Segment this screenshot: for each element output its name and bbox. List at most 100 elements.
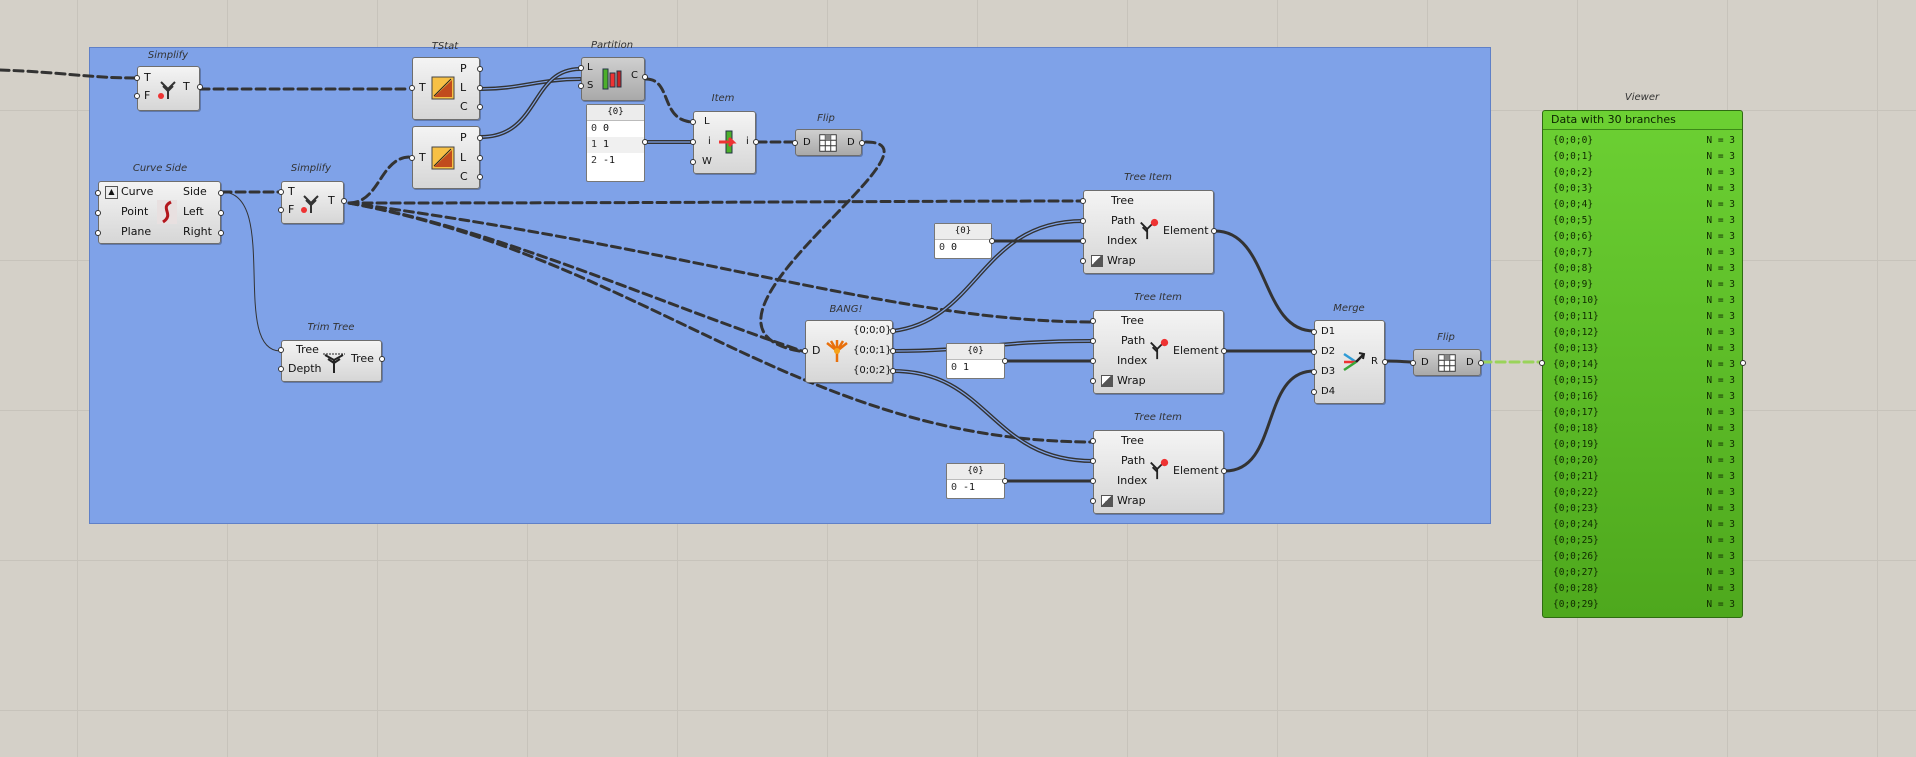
input-t-label: T xyxy=(144,71,151,84)
input-port[interactable] xyxy=(1090,338,1096,344)
input-port[interactable] xyxy=(409,85,415,91)
input-port[interactable] xyxy=(1410,360,1416,366)
flip-matrix-component[interactable]: D D xyxy=(792,129,865,156)
output-port[interactable] xyxy=(477,155,483,161)
output-port[interactable] xyxy=(477,104,483,110)
flip-matrix-component[interactable]: D D xyxy=(1410,349,1484,376)
viewer-branch-row: {0;0;9}N = 3 xyxy=(1553,277,1735,293)
input-port[interactable] xyxy=(1311,389,1317,395)
output-port[interactable] xyxy=(1221,348,1227,354)
output-port[interactable] xyxy=(341,198,347,204)
output-port[interactable] xyxy=(859,140,865,146)
simplify-component[interactable]: T F T xyxy=(134,66,203,111)
output-port[interactable] xyxy=(477,135,483,141)
input-port[interactable] xyxy=(278,207,284,213)
input-port[interactable] xyxy=(95,210,101,216)
output-port[interactable] xyxy=(477,174,483,180)
output-port[interactable] xyxy=(642,74,648,80)
input-port[interactable] xyxy=(1311,329,1317,335)
wrap-toggle[interactable] xyxy=(1101,495,1113,507)
input-port[interactable] xyxy=(409,155,415,161)
input-port[interactable] xyxy=(278,189,284,195)
branch-count: N = 3 xyxy=(1706,247,1735,258)
output-port[interactable] xyxy=(890,368,896,374)
input-port[interactable] xyxy=(1080,258,1086,264)
input-port[interactable] xyxy=(802,348,808,354)
input-port[interactable] xyxy=(1090,318,1096,324)
input-port[interactable] xyxy=(1311,369,1317,375)
wrap-toggle[interactable] xyxy=(1091,255,1103,267)
output-port[interactable] xyxy=(1478,360,1484,366)
tree-item-component[interactable]: Tree Path Index Wrap Element xyxy=(1090,310,1227,394)
input-port[interactable] xyxy=(134,93,140,99)
input-port[interactable] xyxy=(1539,360,1545,366)
output-port[interactable] xyxy=(477,66,483,72)
output-port[interactable] xyxy=(197,84,203,90)
item-component[interactable]: L i W i xyxy=(690,111,759,174)
input-port[interactable] xyxy=(1311,349,1317,355)
viewer-branch-row: {0;0;10}N = 3 xyxy=(1553,293,1735,309)
branch-path: {0;0;20} xyxy=(1553,455,1599,466)
index-panel[interactable]: {0} 0-1 xyxy=(946,463,1008,499)
output-port[interactable] xyxy=(379,356,385,362)
output-port[interactable] xyxy=(218,190,224,196)
output-port[interactable] xyxy=(753,139,759,145)
input-port[interactable] xyxy=(690,119,696,125)
input-port[interactable] xyxy=(1090,438,1096,444)
output-port[interactable] xyxy=(1740,360,1746,366)
partition-component[interactable]: L S C xyxy=(578,57,648,101)
input-port[interactable] xyxy=(278,366,284,372)
input-port[interactable] xyxy=(1090,498,1096,504)
tree-item-component[interactable]: Tree Path Index Wrap Element xyxy=(1090,430,1227,514)
output-port[interactable] xyxy=(1221,468,1227,474)
data-viewer[interactable]: Data with 30 branches {0;0;0}N = 3{0;0;1… xyxy=(1539,110,1746,618)
output-port[interactable] xyxy=(890,328,896,334)
curve-side-toggle-icon[interactable]: ▲ xyxy=(105,186,118,199)
input-port[interactable] xyxy=(690,139,696,145)
output-port[interactable] xyxy=(989,238,995,244)
input-port[interactable] xyxy=(1080,198,1086,204)
output-port[interactable] xyxy=(1382,359,1388,365)
output-d-label: D xyxy=(847,137,855,148)
input-port[interactable] xyxy=(1090,378,1096,384)
input-port[interactable] xyxy=(1090,358,1096,364)
merge-component[interactable]: D1 D2 D3 D4 R xyxy=(1311,320,1388,404)
input-port[interactable] xyxy=(578,83,584,89)
tstat-component[interactable]: T P L C xyxy=(409,57,483,120)
input-port[interactable] xyxy=(278,347,284,353)
explode-tree-component[interactable]: D {0;0;0} {0;0;1} {0;0;2} xyxy=(802,320,896,383)
input-curve-label: Curve xyxy=(121,185,154,198)
input-port[interactable] xyxy=(1090,478,1096,484)
input-port[interactable] xyxy=(95,190,101,196)
input-port[interactable] xyxy=(95,230,101,236)
wrap-toggle[interactable] xyxy=(1101,375,1113,387)
output-port[interactable] xyxy=(1002,478,1008,484)
input-port[interactable] xyxy=(792,140,798,146)
trim-tree-component[interactable]: Tree Depth Tree xyxy=(278,340,385,382)
curve-side-component[interactable]: ▲ Curve Point Plane Side Left Right xyxy=(95,181,224,244)
output-port[interactable] xyxy=(218,230,224,236)
tstat-component[interactable]: T P L C xyxy=(409,126,483,189)
simplify-component[interactable]: T F T xyxy=(278,181,347,224)
input-port[interactable] xyxy=(1080,218,1086,224)
tree-item-component[interactable]: Tree Path Index Wrap Element xyxy=(1080,190,1217,274)
component-group[interactable] xyxy=(89,47,1491,524)
output-port[interactable] xyxy=(642,139,648,145)
branch-count: N = 3 xyxy=(1706,503,1735,514)
viewer-branch-row: {0;0;19}N = 3 xyxy=(1553,437,1735,453)
output-port[interactable] xyxy=(218,210,224,216)
input-port[interactable] xyxy=(578,65,584,71)
output-port[interactable] xyxy=(477,85,483,91)
output-port[interactable] xyxy=(890,348,896,354)
input-port[interactable] xyxy=(690,159,696,165)
output-tree-label: Tree xyxy=(351,352,374,365)
input-port[interactable] xyxy=(134,75,140,81)
output-port[interactable] xyxy=(1211,228,1217,234)
input-port[interactable] xyxy=(1080,238,1086,244)
output-port[interactable] xyxy=(1002,358,1008,364)
input-port[interactable] xyxy=(1090,458,1096,464)
